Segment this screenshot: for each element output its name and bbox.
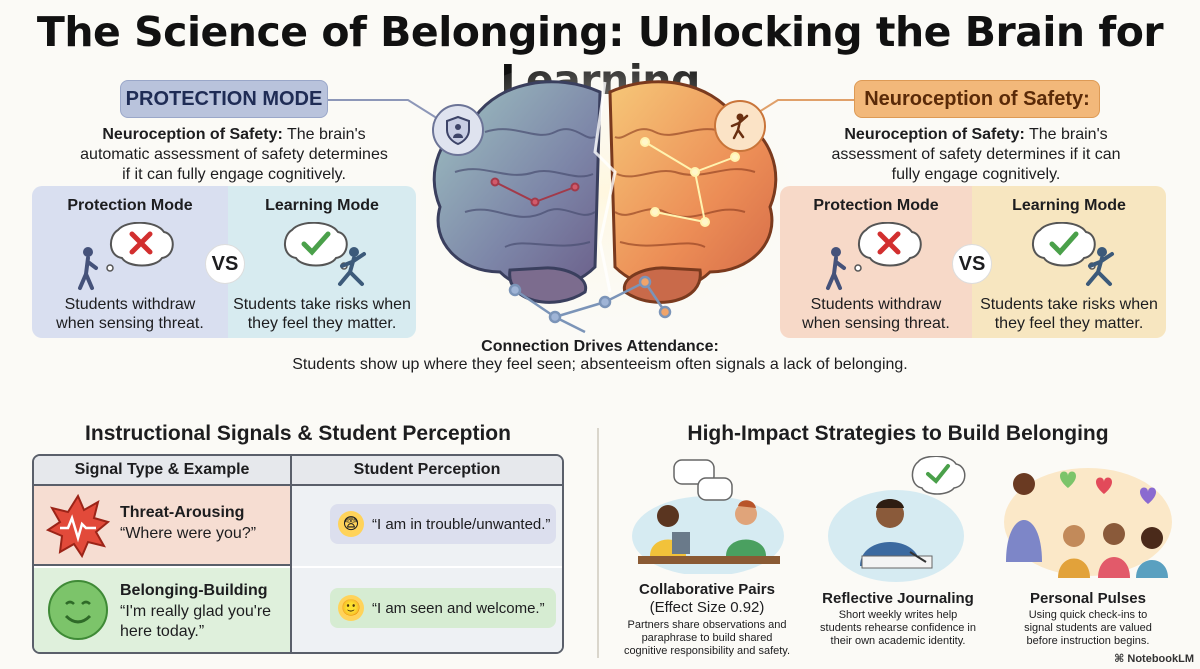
person-reaching-icon [714, 100, 766, 152]
right-learning-text: Students take risks when they feel they … [972, 295, 1166, 333]
connector-lines [328, 99, 854, 123]
strategy-1-subtitle: (Effect Size 0.92) [649, 599, 765, 616]
left-protection-text-2: when sensing threat. [56, 315, 204, 332]
belonging-type: Belonging-Building [120, 582, 268, 599]
signals-section-title: Instructional Signals & Student Percepti… [85, 422, 511, 445]
strategy-1-title: Collaborative Pairs [639, 581, 775, 598]
connection-title: Connection Drives Attendance: [481, 338, 719, 355]
strategy-3-text: Using quick check-ins to signal students… [996, 609, 1180, 648]
smiling-face-icon: 🙂 [338, 595, 364, 621]
left-desc-rest: The brain's [282, 126, 366, 143]
left-desc-line-2: automatic assessment of safety determine… [80, 146, 388, 163]
collaborative-pairs-illustration [632, 459, 784, 574]
right-desc-line-3: fully engage cognitively. [891, 166, 1061, 183]
right-desc-line-2: assessment of safety determines if it ca… [831, 146, 1121, 163]
section-divider [597, 428, 599, 658]
col-header-signal: Signal Type & Example [74, 461, 250, 478]
smile-face-icon [48, 580, 108, 640]
left-learning-text-1: Students take risks when [233, 296, 411, 313]
threat-perception-bubble: 😨 “I am in trouble/unwanted.” [330, 504, 556, 544]
brand-label: ⌘ NotebookLM [1114, 652, 1194, 665]
strategy-2-text-3: their own academic identity. [830, 635, 966, 647]
belonging-example-2: here today.” [120, 623, 205, 640]
right-desc-bold: Neuroception of Safety: [844, 126, 1025, 143]
belonging-example-1: “I'm really glad you're [120, 603, 272, 620]
take-risk-icon-right [1032, 222, 1114, 286]
withdraw-icon-right [826, 222, 922, 290]
right-learning-title: Learning Mode [1012, 197, 1126, 214]
strategy-3-text-3: before instruction begins. [1026, 635, 1150, 647]
belonging-perception-text: “I am seen and welcome.” [372, 599, 545, 617]
connection-text: Students show up where they feel seen; a… [292, 356, 908, 373]
neuroception-pill: Neuroception of Safety: [854, 80, 1100, 118]
left-vs-badge: VS [205, 244, 245, 284]
right-protection-text-2: when sensing threat. [802, 315, 950, 332]
right-desc-rest: The brain's [1024, 126, 1108, 143]
strategy-1-text-3: cognitive responsibility and safety. [623, 645, 791, 657]
strategy-1-text: Partners share observations and paraphra… [612, 619, 802, 658]
strategy-1-text-1: Partners share observations and [627, 619, 787, 631]
belonging-perception-bubble: 🙂 “I am seen and welcome.” [330, 588, 556, 628]
right-protection-title: Protection Mode [813, 197, 939, 214]
right-learning-text-2: they feel they matter. [994, 315, 1144, 332]
brand-text: NotebookLM [1127, 653, 1194, 665]
left-protection-text: Students withdraw when sensing threat. [32, 295, 228, 333]
withdraw-icon [78, 222, 174, 290]
notebooklm-logo-icon: ⌘ [1114, 653, 1128, 665]
table-header: Signal Type & Example Student Perception [34, 456, 562, 486]
signals-table: Signal Type & Example Student Perception… [32, 454, 564, 654]
strategy-2-text-1: Short weekly writes help [838, 609, 958, 621]
right-description: Neuroception of Safety: The brain's asse… [796, 125, 1156, 185]
fearful-face-icon: 😨 [338, 511, 364, 537]
left-learning-text-2: they feel they matter. [247, 315, 397, 332]
threat-perception-text: “I am in trouble/unwanted.” [372, 515, 551, 533]
left-protection-text-1: Students withdraw [64, 296, 196, 313]
left-desc-bold: Neuroception of Safety: [102, 126, 283, 143]
strategy-1-text-2: paraphrase to build shared [641, 632, 773, 644]
col-header-perception: Student Perception [353, 461, 501, 478]
shield-icon [432, 104, 484, 156]
strategy-2-text: Short weekly writes help students rehear… [806, 609, 990, 648]
strategy-3-title: Personal Pulses [1030, 590, 1146, 607]
right-protection-text-1: Students withdraw [810, 296, 942, 313]
table-row: Threat-Arousing “Where were you?” 😨 “I a… [34, 486, 562, 566]
alarm-burst-icon [46, 494, 110, 558]
right-learning-text-1: Students take risks when [980, 296, 1158, 313]
strategy-2-title: Reflective Journaling [822, 590, 974, 607]
strategies-section-title: High-Impact Strategies to Build Belongin… [687, 422, 1109, 445]
left-learning-text: Students take risks when they feel they … [228, 295, 416, 333]
right-protection-text: Students withdraw when sensing threat. [780, 295, 972, 333]
left-desc-line-3: if it can fully engage cognitively. [122, 166, 346, 183]
strategy-2-text-2: students rehearse confidence in [820, 622, 976, 634]
protection-mode-pill: PROTECTION MODE [120, 80, 328, 118]
right-vs-badge: VS [952, 244, 992, 284]
reflective-journaling-illustration [828, 456, 966, 582]
table-row: Belonging-Building “I'm really glad you'… [34, 568, 562, 652]
left-description: Neuroception of Safety: The brain's auto… [54, 125, 414, 185]
personal-pulses-illustration [1004, 468, 1172, 578]
left-learning-title: Learning Mode [265, 197, 379, 214]
strategy-3-text-1: Using quick check-ins to [1028, 609, 1148, 621]
strategy-3-text-2: signal students are valued [1024, 622, 1152, 634]
threat-example: “Where were you?” [120, 525, 257, 542]
threat-type: Threat-Arousing [120, 504, 245, 521]
take-risk-icon [284, 222, 366, 286]
left-protection-title: Protection Mode [67, 197, 193, 214]
